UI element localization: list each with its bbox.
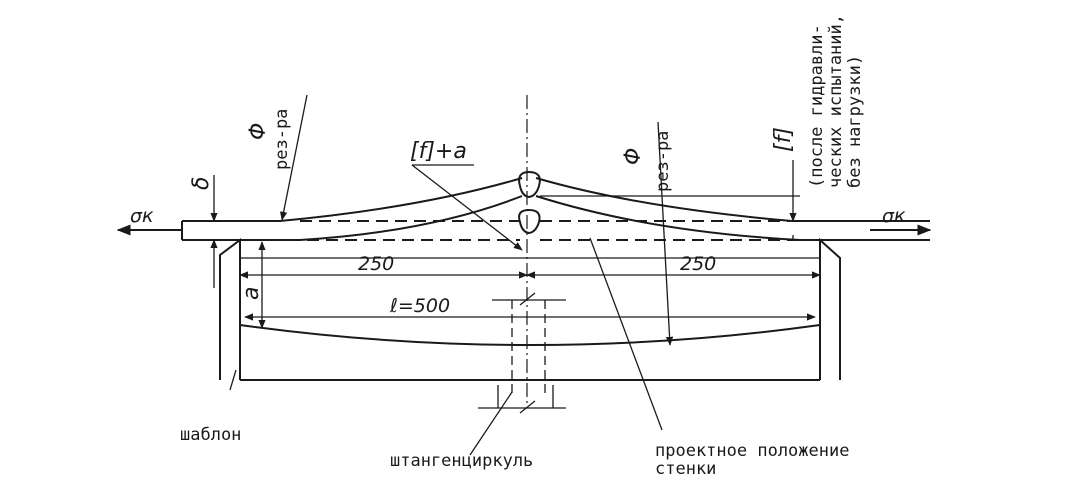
delta-label: δ <box>189 177 214 190</box>
leader-lines <box>229 94 674 456</box>
caliper-label: штангенциркуль <box>390 451 533 471</box>
phi-left-label: Φ <box>246 123 271 140</box>
dim-250-right: 250 <box>680 253 716 275</box>
note-line-3: без нагрузки) <box>845 55 865 188</box>
sigma-right-label: σк <box>882 205 906 227</box>
dim-250-left: 250 <box>358 253 394 275</box>
caliper <box>478 292 566 414</box>
design-wall-position <box>250 208 820 241</box>
template-shablon <box>219 237 841 381</box>
f-bracket-label: [f] <box>771 127 796 152</box>
note-line-1: (после гидравли- <box>807 24 827 188</box>
design-position-label-1: проектное положение <box>655 441 849 461</box>
shablon-label: шаблон <box>180 425 241 445</box>
a-label: a <box>239 287 264 300</box>
sigma-left-label: σк <box>130 205 154 227</box>
phi-right-label: Φ <box>621 148 646 165</box>
design-position-label-2: стенки <box>655 459 716 479</box>
dim-l-500: ℓ=500 <box>389 295 450 317</box>
rez-ra-left-label: рез-ра <box>272 109 292 170</box>
f-plus-a-label: [f]+a <box>410 139 467 164</box>
dimension-lines <box>210 160 821 329</box>
note-line-2: ческих испытаний, <box>826 14 846 188</box>
rez-ra-right-label: рез-ра <box>653 131 673 192</box>
